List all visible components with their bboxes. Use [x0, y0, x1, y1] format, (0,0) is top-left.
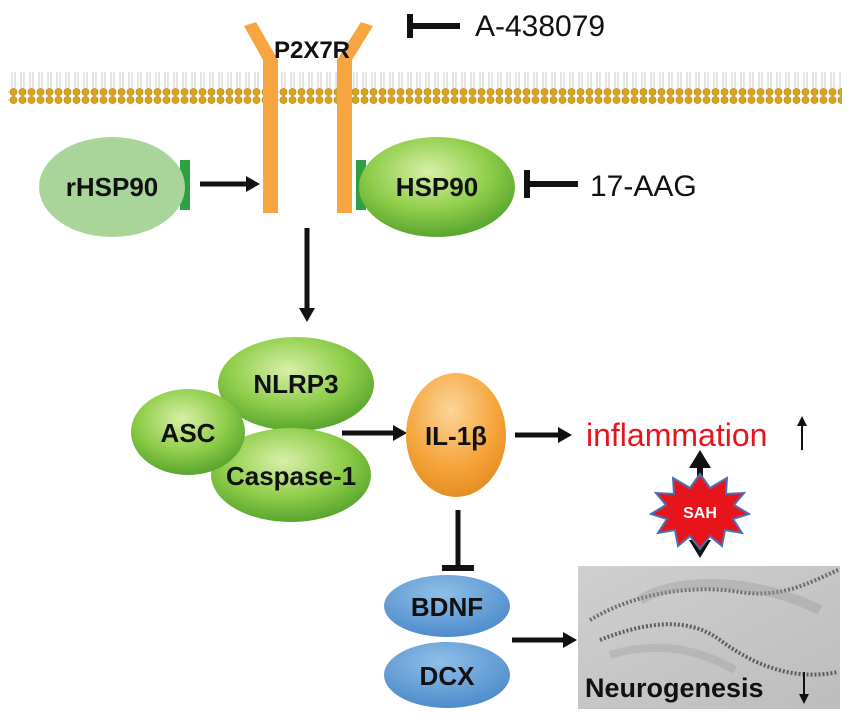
rhsp90-label: rHSP90 [66, 172, 159, 202]
caspase1-oval [211, 428, 371, 522]
il1b-label: IL-1β [425, 421, 487, 451]
inhibition-bar-icon [442, 510, 474, 571]
caspase1-label: Caspase-1 [226, 461, 356, 491]
p2x7r-label: P2X7R [274, 37, 350, 64]
bdnf-oval [384, 575, 510, 637]
sah-label: SAH [683, 505, 717, 522]
arrow-icon [512, 632, 577, 648]
up-arrow-icon [797, 416, 807, 450]
il1b-oval [406, 373, 506, 497]
p2x7r-receptor [244, 22, 373, 213]
down-arrow-icon [799, 672, 809, 704]
asc-label: ASC [161, 418, 216, 448]
arrow-icon [200, 176, 260, 192]
hippocampus-micrograph [578, 566, 840, 709]
dcx-oval [384, 642, 510, 708]
nlrp3-label: NLRP3 [253, 369, 338, 399]
arrow-icon [342, 425, 407, 441]
bdnf-label: BDNF [411, 592, 483, 622]
inhibition-bar-icon [524, 170, 578, 198]
cell-membrane [8, 72, 842, 104]
17-aag-label: 17-AAG [590, 170, 697, 203]
hsp90-oval [359, 137, 515, 237]
rhsp90-binding-tab [180, 160, 190, 210]
dcx-label: DCX [420, 661, 476, 691]
arrow-icon [515, 427, 572, 443]
hsp90-label: HSP90 [396, 172, 478, 202]
neurogenesis-label: Neurogenesis [585, 673, 764, 703]
inhibition-bar-icon [407, 14, 460, 38]
inflammation-label: inflammation [586, 417, 767, 453]
sah-starburst [648, 472, 752, 551]
asc-oval [131, 389, 245, 475]
nlrp3-oval [218, 337, 374, 431]
rhsp90-oval [39, 137, 185, 237]
arrow-icon [299, 228, 315, 322]
a438079-label: A-438079 [475, 10, 605, 43]
